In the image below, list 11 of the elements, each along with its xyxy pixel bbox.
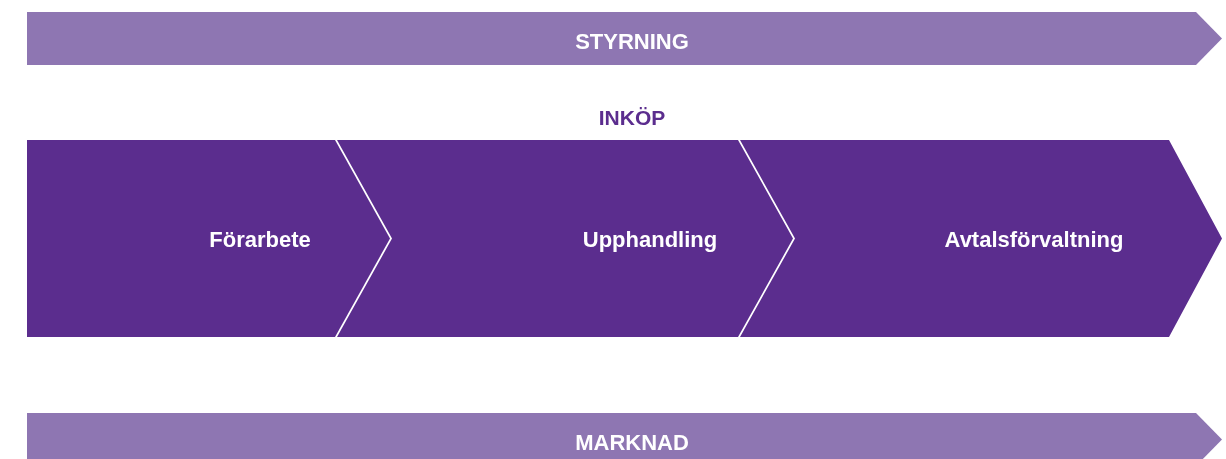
chevron-step: [738, 140, 1222, 337]
band-label: MARKNAD: [575, 428, 689, 457]
process-band: [27, 12, 1222, 65]
chevron-step: [335, 140, 793, 337]
process-band: [27, 413, 1222, 459]
section-heading: INKÖP: [598, 105, 666, 132]
step-label: Avtalsförvaltning: [944, 225, 1124, 254]
step-label: Upphandling: [582, 225, 718, 254]
band-label: STYRNING: [575, 27, 689, 56]
chevron-step: [27, 140, 390, 337]
step-label: Förarbete: [209, 225, 311, 253]
